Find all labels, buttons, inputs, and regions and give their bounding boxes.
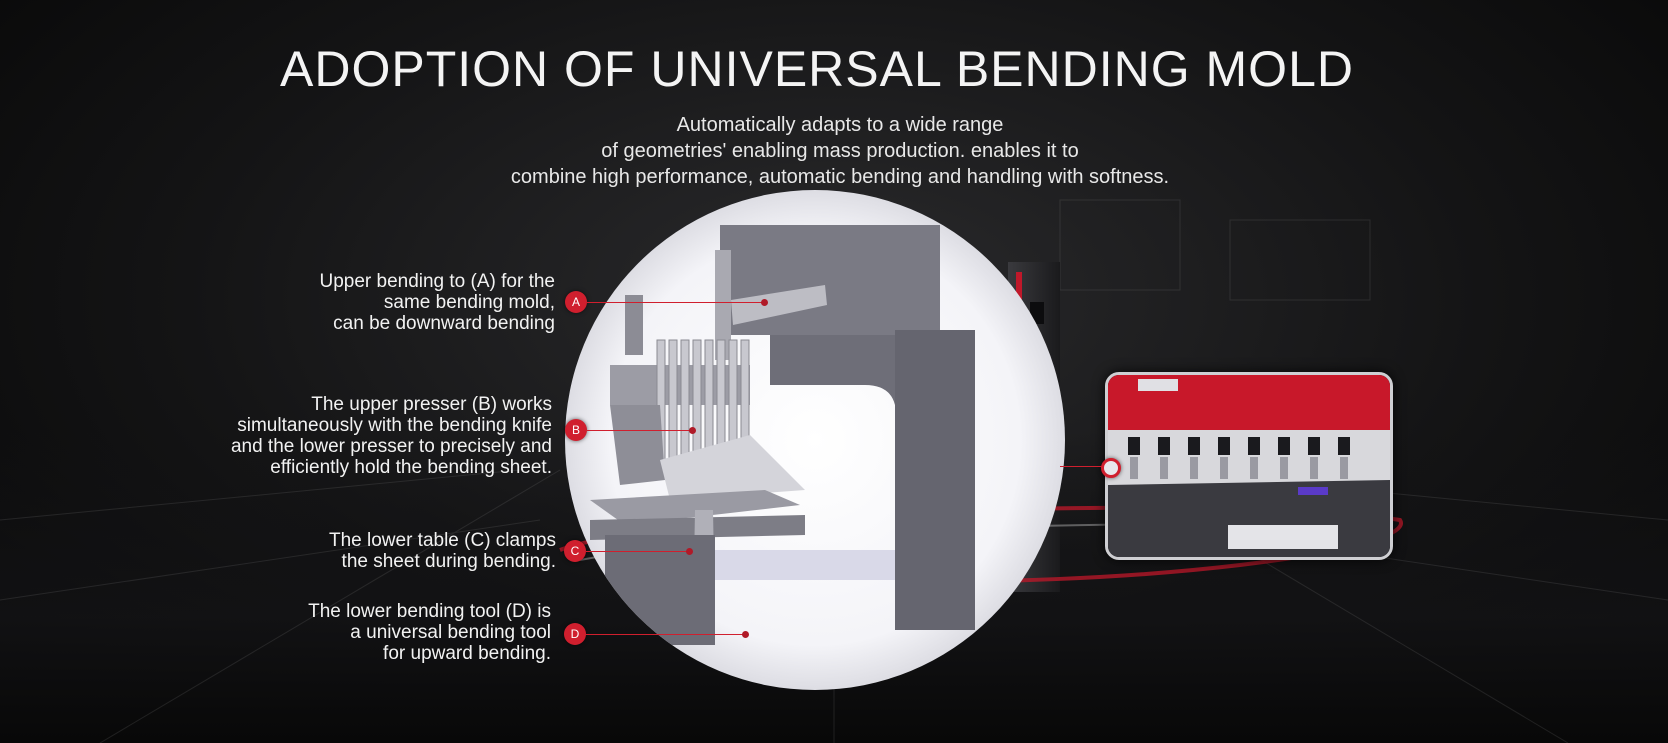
magnifier-lens	[565, 190, 1065, 690]
machine-photo-inset	[1105, 372, 1393, 560]
callout-a-text: Upper bending to (A) for the same bendin…	[200, 271, 555, 334]
callout-c-text: The lower table (C) clamps the sheet dur…	[200, 530, 556, 572]
bending-mold-closeup	[590, 225, 975, 645]
callout-d-line-1: The lower bending tool (D) is	[308, 601, 551, 622]
leader-b	[587, 430, 693, 431]
callout-a-line-3: can be downward bending	[333, 313, 555, 334]
leader-c	[586, 551, 690, 552]
marker-b: B	[565, 419, 587, 441]
callout-b-line-2: simultaneously with the bending knife	[237, 415, 552, 436]
callout-b-line-1: The upper presser (B) works	[311, 394, 552, 415]
point-a	[761, 299, 768, 306]
callout-d-line-2: a universal bending tool	[350, 622, 551, 643]
marker-d: D	[564, 623, 586, 645]
callout-d-line-3: for upward bending.	[383, 643, 551, 664]
inset-marker	[1101, 458, 1121, 478]
inset-leader	[1060, 466, 1102, 467]
leader-a	[587, 302, 765, 303]
marker-a: A	[565, 291, 587, 313]
callout-a-line-2: same bending mold,	[383, 292, 555, 313]
marker-c: C	[564, 540, 586, 562]
callout-d-text: The lower bending tool (D) is a universa…	[200, 601, 551, 664]
point-d	[742, 631, 749, 638]
point-c	[686, 548, 693, 555]
inset-machine-drawing	[1108, 375, 1390, 557]
subtitle-line-2: of geometries' enabling mass production.…	[601, 140, 1079, 162]
page-title: ADOPTION OF UNIVERSAL BENDING MOLD	[280, 41, 1354, 97]
leader-d	[586, 634, 746, 635]
subtitle-line-3: combine high performance, automatic bend…	[510, 166, 1170, 188]
callout-b-text: The upper presser (B) works simultaneous…	[150, 394, 552, 478]
callout-b-line-3: and the lower presser to precisely and	[230, 436, 552, 457]
callout-b-line-4: efficiently hold the bending sheet.	[270, 457, 552, 478]
callout-a-line-1: Upper bending to (A) for the	[319, 271, 555, 292]
page-subtitle: Automatically adapts to a wide range of …	[440, 112, 1240, 190]
subtitle-line-1: Automatically adapts to a wide range	[676, 114, 1004, 136]
callout-c-line-1: The lower table (C) clamps	[328, 530, 556, 551]
point-b	[689, 427, 696, 434]
callout-c-line-2: the sheet during bending.	[341, 551, 556, 572]
